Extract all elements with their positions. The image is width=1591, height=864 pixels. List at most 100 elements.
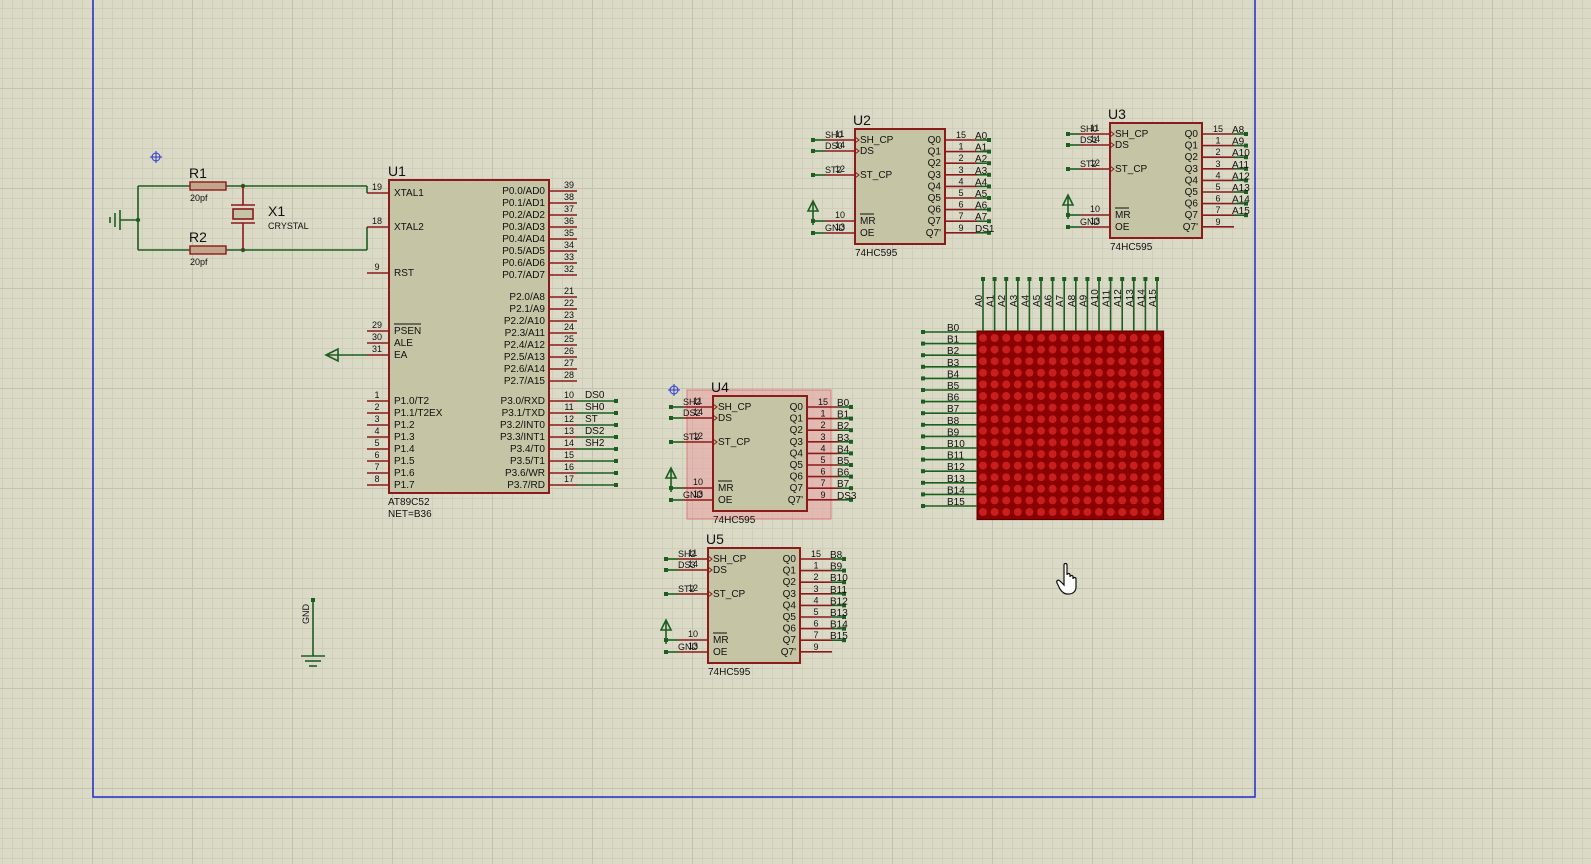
shift-register-pin-name: Q2 — [790, 425, 804, 436]
resistor-r2[interactable] — [189, 245, 227, 255]
column-label: A15 — [1148, 289, 1159, 307]
led — [1025, 484, 1034, 493]
led — [1083, 426, 1092, 435]
shift-register-pin-number: 15 — [1213, 124, 1223, 134]
led — [1153, 368, 1161, 377]
led — [1071, 334, 1080, 342]
resistor-r1[interactable] — [189, 181, 227, 191]
crystal-x1[interactable] — [231, 186, 255, 250]
u1-pin-number: 9 — [374, 262, 379, 272]
u1-pin-number: 34 — [564, 240, 574, 250]
led — [1129, 438, 1138, 447]
shift-register-net-label: B1 — [837, 410, 850, 421]
u1-pin-number: 26 — [564, 346, 574, 356]
shift-register-net-label: B9 — [830, 562, 843, 573]
mcu-u1[interactable]: U1 AT89C52 NET=B36 19XTAL118XTAL29RST29P… — [324, 163, 618, 520]
shift-register-net-label: B12 — [830, 596, 848, 607]
power-arrow-icon — [659, 618, 673, 644]
led — [1037, 368, 1045, 377]
shift-register-pin-name: Q5 — [790, 460, 804, 471]
led — [1153, 426, 1161, 435]
led — [1060, 508, 1069, 516]
led — [1002, 403, 1011, 412]
shift-register-u2[interactable]: U274HC595SH_CP11DS14ST_CP12MR10OE13SH0DS… — [806, 112, 995, 259]
shift-register-pin-number: 12 — [1090, 158, 1100, 168]
r1-value: 20pf — [190, 193, 208, 203]
shift-register-u5[interactable]: U574HC595SH_CP11DS14ST_CP12MR10OE13SH2DS… — [659, 531, 848, 678]
shift-register-pin-name: Q7' — [788, 495, 803, 506]
led — [1025, 450, 1034, 458]
u1-pin-name: RST — [394, 268, 414, 279]
shift-register-pin-name: Q5 — [783, 612, 797, 623]
shift-register-pin-name: Q2 — [1185, 152, 1199, 163]
shift-register-pin-name: Q4 — [790, 448, 804, 459]
gnd-terminal[interactable]: GND — [301, 598, 325, 667]
shift-register-ref: U2 — [853, 112, 871, 128]
led — [1118, 345, 1127, 354]
shift-register-pin-name: Q4 — [1185, 175, 1199, 186]
row-label: B11 — [947, 451, 964, 462]
led — [1060, 450, 1069, 458]
shift-register-pin-name: SH_CP — [1115, 129, 1149, 140]
column-label: A1 — [986, 294, 997, 307]
shift-register-u4[interactable]: U474HC595SH_CP11DS14ST_CP12MR10OE13SH2DS… — [664, 379, 857, 526]
shift-register-pin-number: 13 — [688, 641, 698, 651]
shift-register-net-label: B2 — [837, 421, 850, 432]
shift-register-pin-name: Q3 — [928, 170, 942, 181]
led — [1048, 334, 1057, 342]
shift-register-net-label: A0 — [975, 131, 988, 142]
shift-register-pin-number: 1 — [958, 142, 963, 152]
shift-register-pin-number: 14 — [688, 559, 698, 569]
shift-register-pin-number: 9 — [958, 223, 963, 233]
shift-register-pin-number: 12 — [688, 583, 698, 593]
led — [1141, 426, 1150, 435]
shift-register-pin-name: Q6 — [1185, 199, 1199, 210]
led — [1095, 461, 1103, 470]
oscillator-circuit[interactable]: R1 20pf R2 20pf X1 CRYSTAL — [109, 165, 368, 267]
led — [1025, 403, 1034, 412]
shift-register-net-label: SH0 — [825, 130, 843, 140]
shift-register-pin-name: Q1 — [790, 414, 804, 425]
u1-net-label: SH0 — [585, 402, 605, 413]
shift-register-pin-number: 12 — [835, 164, 845, 174]
u1-pin-name: P1.7 — [394, 480, 415, 491]
led — [979, 334, 987, 342]
led — [1095, 484, 1103, 493]
shift-register-net-label: A3 — [975, 166, 988, 177]
shift-register-pin-number: 14 — [693, 407, 703, 417]
shift-register-u3[interactable]: U374HC595SH_CP11DS14ST_CP12MR10OE13SH0DS… — [1061, 106, 1250, 253]
led — [1118, 438, 1127, 447]
shift-register-pin-number: 5 — [1215, 182, 1220, 192]
shift-register-net-label: ST2 — [1080, 159, 1097, 169]
led — [1037, 345, 1045, 354]
shift-register-pin-name: MR — [1115, 210, 1131, 221]
shift-register-pin-name: OE — [1115, 222, 1130, 233]
shift-register-net-label: B7 — [837, 479, 850, 490]
u1-pin-number: 39 — [564, 180, 574, 190]
led — [1037, 508, 1045, 516]
u1-pin-name: P3.6/WR — [505, 468, 545, 479]
shift-register-pin-number: 3 — [1215, 159, 1220, 169]
led — [1106, 473, 1115, 482]
shift-register-pin-number: 13 — [693, 489, 703, 499]
r2-value: 20pf — [190, 257, 208, 267]
led — [1071, 450, 1080, 458]
led — [1037, 380, 1045, 389]
led — [1129, 345, 1138, 354]
u1-pin-number: 38 — [564, 192, 574, 202]
led — [1060, 392, 1069, 400]
shift-register-pin-name: Q7' — [781, 647, 796, 658]
led — [1002, 392, 1011, 400]
led — [1106, 461, 1115, 470]
led — [1106, 450, 1115, 458]
led — [1013, 403, 1022, 412]
column-label: A0 — [974, 294, 985, 307]
shift-register-pin-name: Q0 — [783, 554, 797, 565]
led — [1013, 345, 1022, 354]
shift-register-pin-name: ST_CP — [713, 589, 746, 600]
led — [1048, 368, 1057, 377]
led — [1025, 415, 1034, 424]
shift-register-pin-number: 13 — [835, 222, 845, 232]
